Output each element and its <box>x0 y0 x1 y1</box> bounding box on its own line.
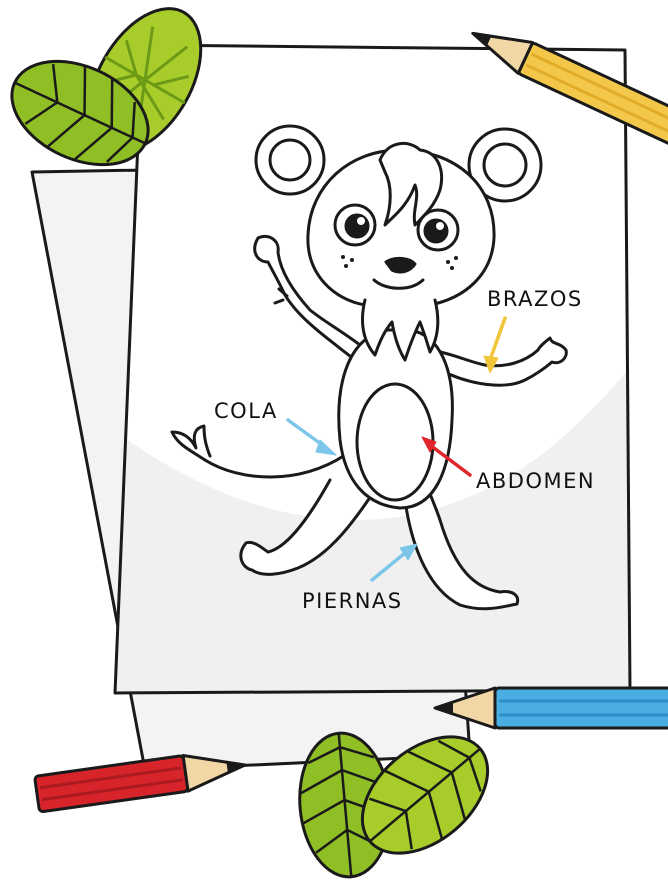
monkey-nose <box>386 258 415 272</box>
label-tail: COLA <box>214 399 278 423</box>
label-arms: BRAZOS <box>487 287 583 311</box>
monkey-abdomen <box>357 384 433 500</box>
label-abdomen: ABDOMEN <box>476 469 595 493</box>
blue-pencil <box>435 688 668 728</box>
label-legs: PIERNAS <box>302 589 403 613</box>
